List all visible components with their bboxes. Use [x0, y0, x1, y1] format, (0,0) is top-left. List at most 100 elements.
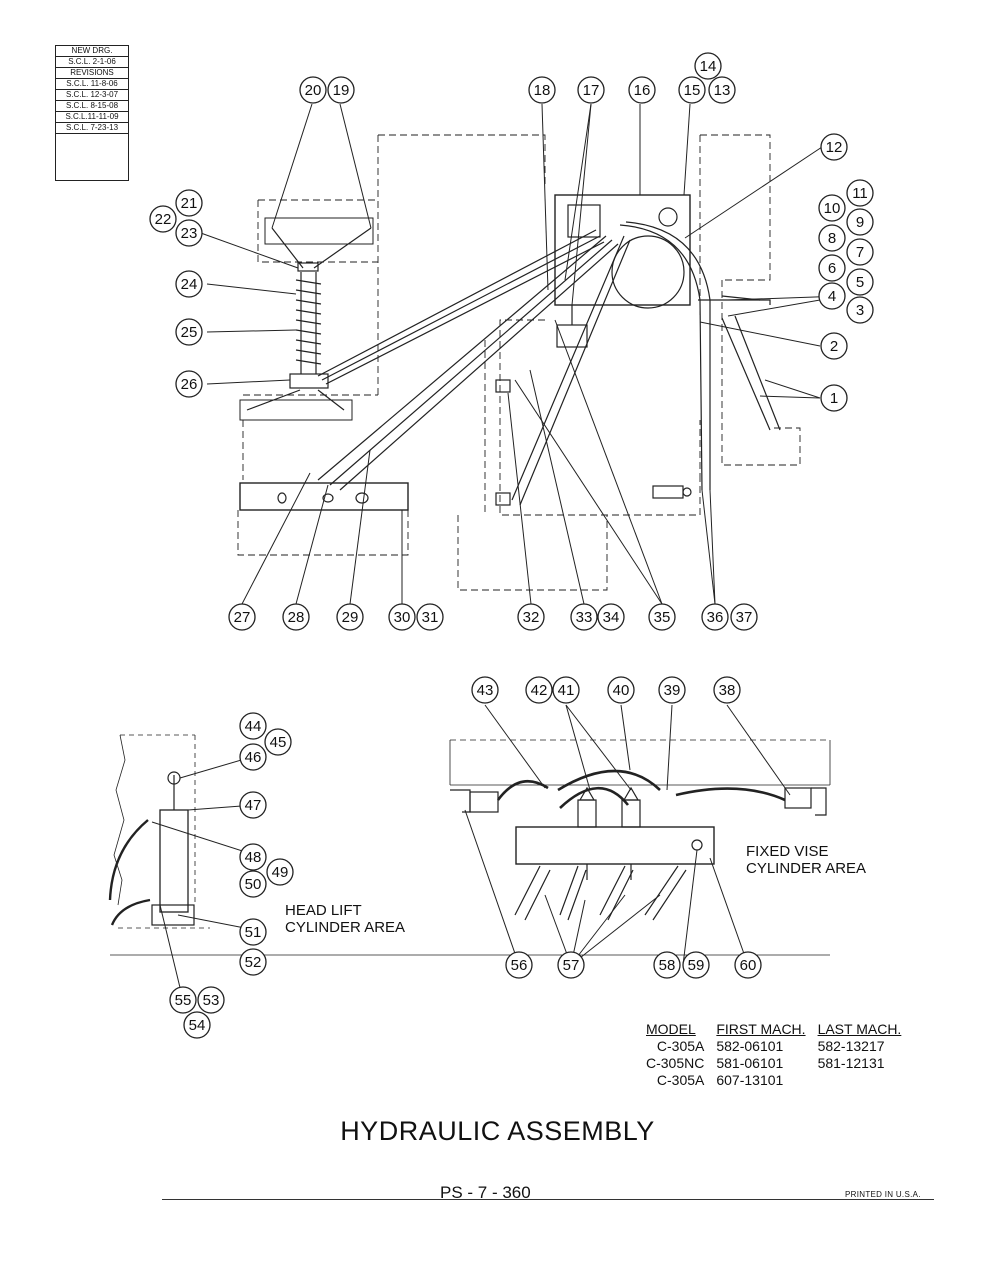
callout-number: 33 — [576, 609, 593, 626]
callout-circle — [175, 318, 203, 346]
callout-circle — [239, 791, 267, 819]
callout-circle — [678, 76, 706, 104]
callout-2: 2 — [820, 332, 848, 360]
callout-number: 14 — [700, 58, 717, 75]
callout-number: 35 — [654, 609, 671, 626]
callout-12: 12 — [820, 133, 848, 161]
callout-circle — [552, 676, 580, 704]
callout-7: 7 — [846, 238, 874, 266]
head-lift-area-label: HEAD LIFT CYLINDER AREA — [285, 902, 405, 936]
fixed-vise-cylinder-area — [449, 739, 831, 921]
revision-entry: S.C.L. 8-15-08 — [56, 101, 128, 112]
callout-41: 41 — [552, 676, 580, 704]
callout-number: 37 — [736, 609, 753, 626]
callout-44: 44 — [239, 712, 267, 740]
callout-circle — [336, 603, 364, 631]
callout-number: 13 — [714, 82, 731, 99]
callout-38: 38 — [713, 676, 741, 704]
callout-18: 18 — [528, 76, 556, 104]
callout-number: 36 — [707, 609, 724, 626]
callout-number: 44 — [245, 718, 262, 735]
callout-10: 10 — [818, 194, 846, 222]
vise-bar — [239, 379, 692, 511]
revision-entry: S.C.L. 7-23-13 — [56, 123, 128, 134]
callout-circle — [846, 238, 874, 266]
callout-circle — [818, 254, 846, 282]
callout-circle — [299, 76, 327, 104]
callout-circle — [653, 951, 681, 979]
callout-number: 46 — [245, 749, 262, 766]
callout-57: 57 — [557, 951, 585, 979]
callout-number: 60 — [740, 957, 757, 974]
callout-20: 20 — [299, 76, 327, 104]
callout-circle — [730, 603, 758, 631]
callout-circle — [846, 296, 874, 324]
callout-circle — [846, 179, 874, 207]
callout-58: 58 — [653, 951, 681, 979]
callout-25: 25 — [175, 318, 203, 346]
callout-circle — [658, 676, 686, 704]
callout-number: 48 — [245, 849, 262, 866]
callout-circle — [820, 133, 848, 161]
callout-circle — [818, 282, 846, 310]
callout-number: 12 — [826, 139, 843, 156]
callout-circle — [628, 76, 656, 104]
machine-outline — [237, 134, 801, 591]
last-mach-cell — [812, 1072, 908, 1089]
callout-5: 5 — [846, 268, 874, 296]
callout-19: 19 — [327, 76, 355, 104]
callout-number: 17 — [583, 82, 600, 99]
callout-29: 29 — [336, 603, 364, 631]
callout-number: 3 — [856, 302, 864, 319]
callout-33: 33 — [570, 603, 598, 631]
callout-31: 31 — [416, 603, 444, 631]
callout-27: 27 — [228, 603, 256, 631]
callout-23: 23 — [175, 219, 203, 247]
head-lift-area-text: HEAD LIFT CYLINDER AREA — [285, 902, 406, 936]
revisions-header: REVISIONS — [56, 68, 128, 79]
callout-35: 35 — [648, 603, 676, 631]
callout-bubbles: 1234567891011121314151617181920212223242… — [149, 52, 874, 1039]
callout-circle — [818, 224, 846, 252]
callout-number: 18 — [534, 82, 551, 99]
callout-number: 32 — [523, 609, 540, 626]
callout-number: 34 — [603, 609, 620, 626]
callout-circle — [528, 76, 556, 104]
callout-circle — [149, 205, 177, 233]
callout-circle — [597, 603, 625, 631]
callout-number: 7 — [856, 244, 864, 261]
callout-number: 11 — [852, 185, 868, 202]
callout-40: 40 — [607, 676, 635, 704]
callout-number: 53 — [203, 992, 220, 1009]
callout-circle — [557, 951, 585, 979]
callout-circle — [682, 951, 710, 979]
callout-number: 39 — [664, 682, 681, 699]
hoses — [317, 221, 781, 506]
callout-39: 39 — [658, 676, 686, 704]
callout-circle — [505, 951, 533, 979]
callout-number: 55 — [175, 992, 192, 1009]
callout-circle — [648, 603, 676, 631]
callout-60: 60 — [734, 951, 762, 979]
callout-number: 28 — [288, 609, 305, 626]
fixed-vise-area-label: FIXED VISE CYLINDER AREA — [746, 843, 866, 877]
callout-56: 56 — [505, 951, 533, 979]
callout-circle — [183, 1011, 211, 1039]
callout-number: 23 — [181, 225, 198, 242]
callout-45: 45 — [264, 728, 292, 756]
callout-circle — [713, 676, 741, 704]
callout-circle — [175, 189, 203, 217]
callout-number: 51 — [245, 924, 262, 941]
callout-number: 22 — [155, 211, 172, 228]
callout-number: 47 — [245, 797, 262, 814]
callout-number: 1 — [830, 390, 838, 407]
revision-block: NEW DRG. S.C.L. 2-1-06 REVISIONS S.C.L. … — [55, 45, 129, 181]
callout-13: 13 — [708, 76, 736, 104]
callout-number: 58 — [659, 957, 676, 974]
callout-circle — [239, 712, 267, 740]
callout-55: 55 — [169, 986, 197, 1014]
callout-number: 50 — [245, 876, 262, 893]
callout-circle — [820, 384, 848, 412]
callout-number: 25 — [181, 324, 198, 341]
callout-circle — [607, 676, 635, 704]
